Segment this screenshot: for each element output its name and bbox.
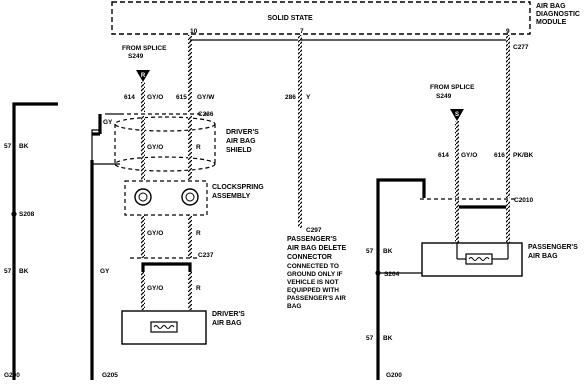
- splice-r-marker: [136, 70, 150, 82]
- wire-57a-color: BK: [19, 143, 29, 150]
- wire-57a-num: 57: [4, 143, 12, 150]
- wire-615-color: GY/W: [197, 94, 215, 101]
- delete-title-line2: AIR BAG DELETE: [287, 245, 346, 252]
- g205-label: G205: [102, 372, 118, 379]
- delete-note-line3: VEHICLE IS NOT: [287, 279, 339, 286]
- wire-57a-right-num: 57: [366, 248, 374, 255]
- splice-s249-left-label: S249: [128, 53, 144, 60]
- splice-s249-right-label: S249: [436, 93, 452, 100]
- delete-note-line6: BAG: [287, 303, 301, 310]
- wire-57-ground-right: [376, 178, 426, 380]
- wire-614-color-left: GY/O: [147, 94, 163, 101]
- module-title-line1: AIR BAG: [536, 3, 566, 10]
- splice-s-marker: [450, 109, 464, 121]
- wire-57b-num: 57: [4, 268, 12, 275]
- wire-615-num: 615: [176, 94, 187, 101]
- splice-r-letter: R: [141, 73, 146, 79]
- delete-title-line1: PASSENGER'S: [287, 236, 337, 243]
- gy-mid-label: GY: [100, 268, 110, 275]
- g200-left-label: G200: [4, 372, 20, 379]
- shield-title-line3: SHIELD: [226, 147, 252, 154]
- wire-57-ground-left: [12, 102, 58, 380]
- driver-air-bag-title-line1: DRIVER'S: [212, 311, 245, 318]
- r-shield-label: R: [196, 144, 201, 151]
- wire-614-num-right: 614: [438, 152, 449, 159]
- shield-ellipse-top: [114, 116, 216, 132]
- gyo-mid-label: GY/O: [147, 230, 163, 237]
- shield-title-line2: AIR BAG: [226, 138, 256, 145]
- passenger-air-bag-box: [421, 242, 523, 277]
- clockspring-coil-left: [134, 188, 152, 206]
- splice-s208-dot: [11, 211, 17, 217]
- wire-616-num: 616: [494, 152, 505, 159]
- g200-right-label: G200: [386, 372, 402, 379]
- module-outline: [111, 1, 531, 35]
- clockspring-title-line1: CLOCKSPRING: [212, 184, 264, 191]
- wire-616-color: PK/BK: [513, 152, 534, 159]
- driver-air-bag-title-line2: AIR BAG: [212, 320, 242, 327]
- c277-label: C277: [513, 44, 529, 51]
- wire-57b-right-color: BK: [383, 335, 393, 342]
- driver-air-bag-box: [121, 310, 207, 345]
- from-splice-left-label: FROM SPLICE: [122, 45, 167, 52]
- delete-connector-circuit: 286 Y C297 PASSENGER'S AIR BAG DELETE CO…: [285, 35, 346, 310]
- c237-label: C237: [198, 252, 214, 259]
- delete-note-line5: PASSENGER'S AIR: [287, 295, 346, 302]
- delete-note-line2: GROUND ONLY IF: [287, 271, 343, 278]
- clockspring-coil-right: [181, 188, 199, 206]
- shield-title-line1: DRIVER'S: [226, 129, 259, 136]
- gyo-low-label: GY/O: [147, 285, 163, 292]
- c2010-shorting-bar: [455, 205, 510, 214]
- c2010-label: C2010: [514, 197, 534, 204]
- delete-note-line1: CONNECTED TO: [287, 263, 339, 270]
- passenger-air-bag-title-line2: AIR BAG: [528, 253, 558, 260]
- module-title-line3: MODULE: [536, 19, 567, 26]
- r-mid-label: R: [196, 230, 201, 237]
- air-bag-diagnostic-module: SOLID STATE AIR BAG DIAGNOSTIC MODULE 10…: [111, 1, 580, 35]
- wire-57a-right-color: BK: [383, 248, 393, 255]
- delete-note-line4: EQUIPPED WITH: [287, 287, 339, 294]
- from-splice-right-label: FROM SPLICE: [430, 84, 475, 91]
- passenger-air-bag-title-line1: PASSENGER'S: [528, 244, 578, 251]
- driver-circuit: FROM SPLICE S249 R 614 GY/O 615 GY/W C23…: [4, 35, 300, 380]
- c297-label: C297: [306, 227, 322, 234]
- wire-286-num: 286: [285, 94, 296, 101]
- splice-s-letter: S: [455, 112, 459, 118]
- module-title-line2: DIAGNOSTIC: [536, 11, 580, 18]
- wire-614-num-left: 614: [124, 94, 135, 101]
- shield-ellipse-bottom: [114, 156, 216, 172]
- pin-7-label: 7: [300, 28, 304, 35]
- driver-air-bag-squib: [150, 321, 178, 333]
- solid-state-label: SOLID STATE: [267, 15, 313, 22]
- wire-57b-right-num: 57: [366, 335, 374, 342]
- pin-10-label: 10: [190, 28, 198, 35]
- wire-286-color: Y: [306, 94, 311, 101]
- wire-57b-color: BK: [19, 268, 29, 275]
- c237-shorting-bar: [141, 262, 192, 272]
- delete-title-line3: CONNECTOR: [287, 254, 332, 261]
- pin-9-label: 9: [506, 28, 510, 35]
- r-low-label: R: [196, 285, 201, 292]
- wire-614-color-right: GY/O: [461, 152, 477, 159]
- c236-label: C236: [198, 111, 214, 118]
- passenger-circuit: C277 FROM SPLICE S249 S 614 GY/O 616 PK/…: [300, 35, 578, 380]
- clockspring-title-line2: ASSEMBLY: [212, 193, 251, 200]
- clockspring-box: [124, 180, 208, 216]
- gyo-shield-label: GY/O: [147, 144, 163, 151]
- s204-label: S204: [384, 271, 400, 278]
- gy-top-label: GY: [103, 119, 113, 126]
- passenger-air-bag-squib: [465, 253, 493, 265]
- s208-label: S208: [19, 211, 35, 218]
